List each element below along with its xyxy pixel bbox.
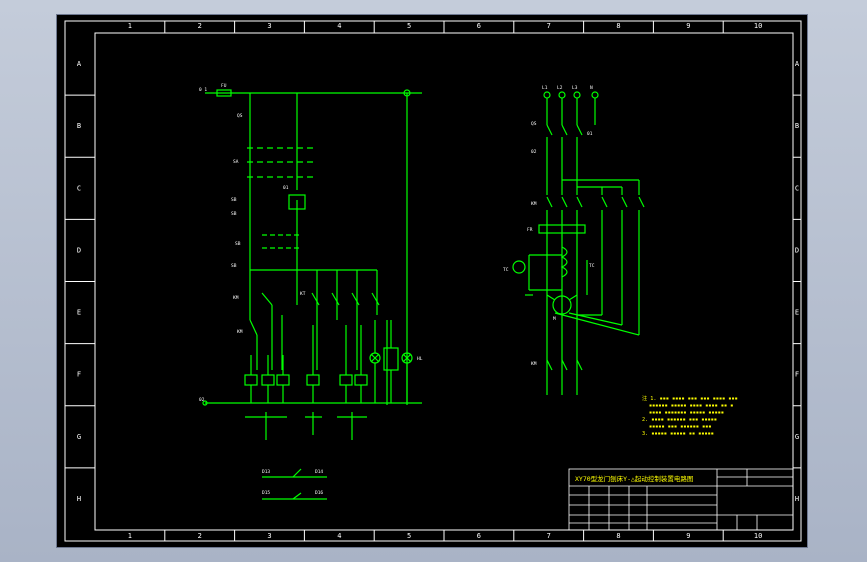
svg-text:02: 02: [199, 397, 205, 403]
aux-labels: D13 D14 D15 D16: [262, 469, 323, 496]
row-label: E: [77, 309, 81, 317]
row-label: F: [795, 371, 799, 379]
row-label: H: [77, 495, 81, 503]
inner-border: [94, 32, 794, 531]
note-line-5: ▪▪▪▪▪ ▪▪▪ ▪▪▪▪▪▪ ▪▪▪: [649, 424, 711, 430]
notes-block: 注 1. ▪▪▪ ▪▪▪▪ ▪▪▪ ▪▪▪ ▪▪▪▪ ▪▪▪ ▪▪▪▪▪▪ ▪▪…: [642, 394, 738, 437]
title-block: [568, 468, 794, 531]
svg-text:L2: L2: [557, 85, 563, 91]
note-line-6: 3. ▪▪▪▪▪ ▪▪▪▪▪ ▪▪ ▪▪▪▪▪: [642, 431, 714, 437]
svg-text:KM: KM: [237, 329, 243, 335]
svg-text:SB: SB: [235, 241, 241, 247]
zone-ticks-left: [65, 94, 801, 469]
svg-text:L3: L3: [572, 85, 578, 91]
row-label: C: [795, 184, 799, 192]
note-line-3: ▪▪▪▪ ▪▪▪▪▪▪▪ ▪▪▪▪▪ ▪▪▪▪▪: [649, 410, 724, 416]
row-label: D: [795, 246, 799, 254]
row-label: F: [77, 371, 81, 379]
power-circuit: [512, 91, 645, 395]
row-label: H: [795, 495, 799, 503]
column-label: 3: [267, 22, 271, 30]
svg-text:QS: QS: [237, 113, 243, 119]
column-label: 2: [198, 532, 202, 540]
column-label: 10: [754, 22, 762, 30]
column-label: 6: [477, 22, 481, 30]
column-label: 3: [267, 532, 271, 540]
column-label: 8: [616, 532, 620, 540]
row-labels: A A B B C C D D E E F F G G H H: [77, 60, 800, 503]
schematic-drawing: 1 1 2 2 3 3 4 4 5 5 6 6 7 7 8 8 9 9 10 10 A A B B C C D D E E F F G G H H: [64, 20, 802, 542]
svg-text:QS: QS: [531, 121, 537, 127]
row-label: B: [795, 122, 799, 130]
svg-text:D15: D15: [262, 490, 270, 496]
row-label: D: [77, 246, 81, 254]
column-label: 1: [128, 532, 132, 540]
svg-text:02: 02: [531, 149, 537, 155]
svg-text:SB: SB: [231, 197, 237, 203]
row-label: C: [77, 184, 81, 192]
row-label: G: [77, 433, 81, 441]
svg-text:KT: KT: [300, 291, 306, 297]
column-label: 4: [337, 22, 341, 30]
svg-text:D13: D13: [262, 469, 270, 475]
column-label: 4: [337, 532, 341, 540]
svg-text:SA: SA: [233, 159, 239, 165]
row-label: B: [77, 122, 81, 130]
drawing-title: XY70型龙门刨床Y-△起动控制装置电路图: [575, 474, 693, 483]
column-label: 1: [128, 22, 132, 30]
svg-text:SB: SB: [231, 211, 237, 217]
note-line-2: ▪▪▪▪▪▪ ▪▪▪▪▪ ▪▪▪▪ ▪▪▪▪ ▪▪ ▪: [649, 403, 733, 409]
control-circuit: [202, 89, 422, 440]
column-labels: 1 1 2 2 3 3 4 4 5 5 6 6 7 7 8 8 9 9 10 10: [128, 22, 763, 540]
column-label: 10: [754, 532, 762, 540]
svg-text:D14: D14: [315, 469, 323, 475]
drawing-viewport[interactable]: 1 1 2 2 3 3 4 4 5 5 6 6 7 7 8 8 9 9 10 10 A A B B C C D D E E F F G G H H: [56, 14, 808, 548]
column-label: 2: [198, 22, 202, 30]
svg-text:D16: D16: [315, 490, 323, 496]
svg-text:KM: KM: [531, 361, 537, 367]
svg-text:N: N: [590, 85, 593, 91]
svg-text:01: 01: [587, 131, 593, 137]
column-label: 9: [686, 532, 690, 540]
row-label: A: [77, 60, 82, 68]
svg-text:TC: TC: [589, 263, 595, 269]
svg-text:FU: FU: [221, 83, 227, 89]
svg-text:01: 01: [283, 185, 289, 191]
aux-circuit: [262, 468, 327, 500]
column-label: 5: [407, 22, 411, 30]
column-label: 7: [547, 22, 551, 30]
svg-text:FR: FR: [527, 227, 533, 233]
row-label: A: [795, 60, 800, 68]
svg-text:M: M: [553, 316, 556, 322]
column-label: 5: [407, 532, 411, 540]
note-line-4: 2. ▪▪▪▪ ▪▪▪▪▪▪ ▪▪▪ ▪▪▪▪▪: [642, 417, 717, 423]
column-label: 9: [686, 22, 690, 30]
svg-text:KM: KM: [531, 201, 537, 207]
column-label: 6: [477, 532, 481, 540]
svg-text:SB: SB: [231, 263, 237, 269]
note-line-1: 注 1. ▪▪▪ ▪▪▪▪ ▪▪▪ ▪▪▪ ▪▪▪▪ ▪▪▪: [642, 394, 738, 402]
zone-ticks-top: [164, 21, 724, 541]
row-label: E: [795, 309, 799, 317]
row-label: G: [795, 433, 799, 441]
outer-frame: [64, 20, 802, 542]
svg-text:L1: L1: [542, 85, 548, 91]
svg-text:TC: TC: [503, 267, 509, 273]
column-label: 8: [616, 22, 620, 30]
column-label: 7: [547, 532, 551, 540]
svg-text:HL: HL: [417, 356, 423, 362]
svg-text:KM: KM: [233, 295, 239, 301]
svg-text:0 1: 0 1: [199, 87, 207, 93]
